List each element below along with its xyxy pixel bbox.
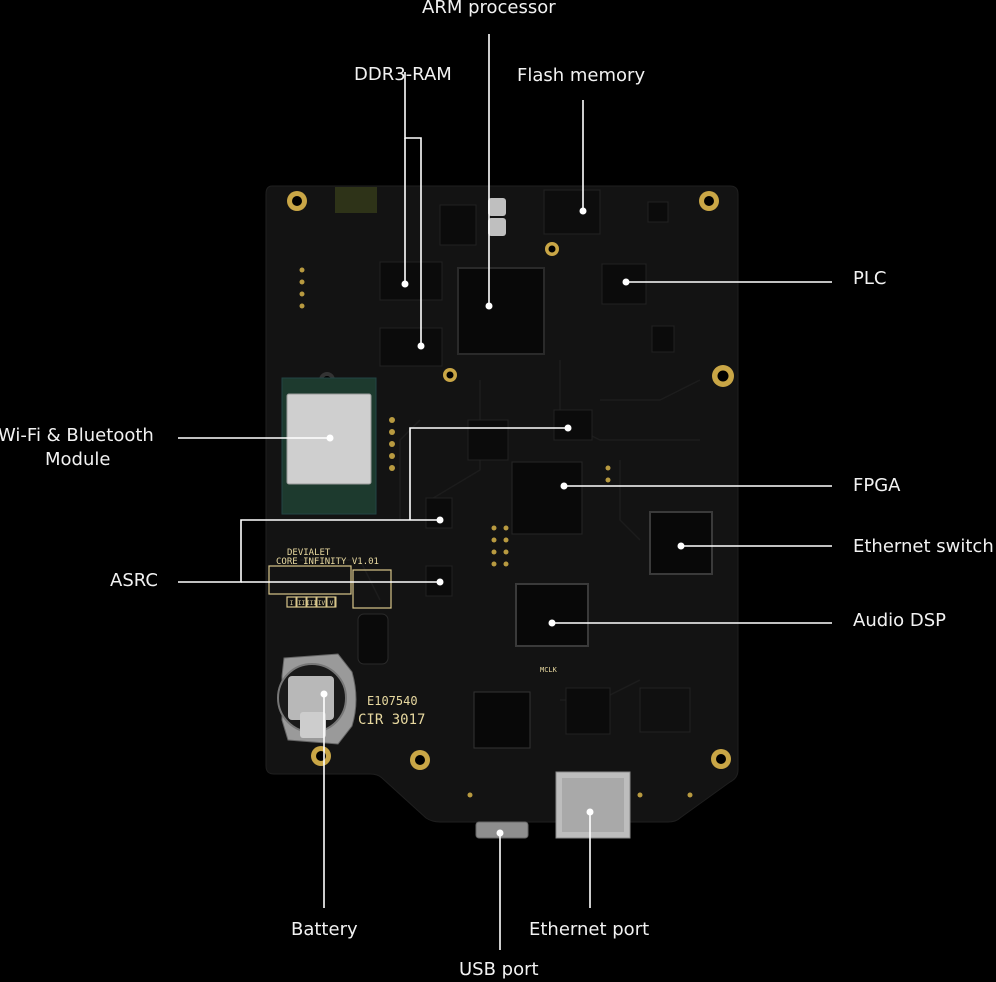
dot-arm: [485, 302, 493, 310]
dot-wifi: [326, 434, 334, 442]
label-plc: PLC: [853, 268, 887, 289]
roman-box: [316, 596, 327, 608]
dot-usb: [496, 829, 504, 837]
label-battery: Battery: [291, 919, 358, 940]
label-ethernet-switch: Ethernet switch: [853, 536, 994, 557]
ic: [473, 691, 531, 749]
dot-asrc-1: [564, 424, 572, 432]
asrc-chip-1: [425, 497, 453, 529]
label-usb-port: USB port: [459, 959, 539, 980]
ic: [639, 687, 691, 733]
dot-asrc-2: [436, 516, 444, 524]
ic: [357, 613, 389, 665]
label-ddr3-ram: DDR3-RAM: [354, 64, 452, 85]
roman-box: [326, 596, 337, 608]
dot-fpga: [560, 482, 568, 490]
dot-ethernet-port: [586, 808, 594, 816]
ddr3-chip-1: [379, 261, 443, 301]
label-wifi-bt-line2: Module: [45, 449, 111, 470]
dot-ddr3-2: [417, 342, 425, 350]
label-flash-memory: Flash memory: [517, 65, 646, 86]
roman-box: [296, 596, 307, 608]
leader-dots: [320, 207, 685, 837]
board-mclk: MCLK: [540, 666, 558, 674]
dot-ethernet-switch: [677, 542, 685, 550]
dot-flash: [579, 207, 587, 215]
battery: [277, 653, 357, 745]
fpga-chip: [511, 461, 583, 535]
label-audio-dsp: Audio DSP: [853, 610, 947, 631]
ic: [565, 687, 611, 735]
dot-asrc-3: [436, 578, 444, 586]
ic: [651, 325, 675, 353]
dot-ddr3-1: [401, 280, 409, 288]
ic: [439, 204, 477, 246]
ethernet-port-inner: [562, 778, 624, 832]
dot-battery: [320, 690, 328, 698]
ethernet-switch-chip: [649, 511, 713, 575]
ic: [553, 409, 593, 441]
board-brand: DEVIALET: [287, 548, 331, 558]
flash-chip: [543, 189, 601, 235]
ic: [467, 419, 509, 461]
top-connector: [335, 187, 377, 213]
roman-box-label: II: [298, 600, 306, 607]
roman-box: [286, 596, 297, 608]
roman-box-label: I: [290, 600, 294, 607]
arm-chip: [457, 267, 545, 355]
dot-plc: [622, 278, 630, 286]
label-ethernet-port: Ethernet port: [529, 919, 650, 940]
roman-box-label: IV: [318, 600, 326, 607]
usb-port: [475, 821, 529, 839]
roman-box-label: III: [306, 600, 317, 607]
label-asrc: ASRC: [110, 570, 158, 591]
gold-vias: [299, 267, 693, 798]
roman-box: [306, 596, 317, 608]
leader-lines: [178, 34, 832, 950]
dot-audio-dsp: [548, 619, 556, 627]
board-serial: E107540: [367, 694, 418, 708]
ic: [647, 201, 669, 223]
board-cir: CIR 3017: [358, 712, 425, 728]
roman-box-label: V: [330, 600, 334, 607]
label-wifi-bt-line1: Wi-Fi & Bluetooth: [0, 425, 154, 446]
capacitor: [488, 198, 506, 216]
asrc-chip-2: [425, 565, 453, 597]
capacitor: [488, 218, 506, 236]
ddr3-chip-2: [379, 327, 443, 367]
label-arm-processor: ARM processor: [422, 0, 556, 18]
label-fpga: FPGA: [853, 475, 901, 496]
audio-dsp-chip: [515, 583, 589, 647]
board-model: CORE INFINITY V1.01: [276, 557, 379, 567]
